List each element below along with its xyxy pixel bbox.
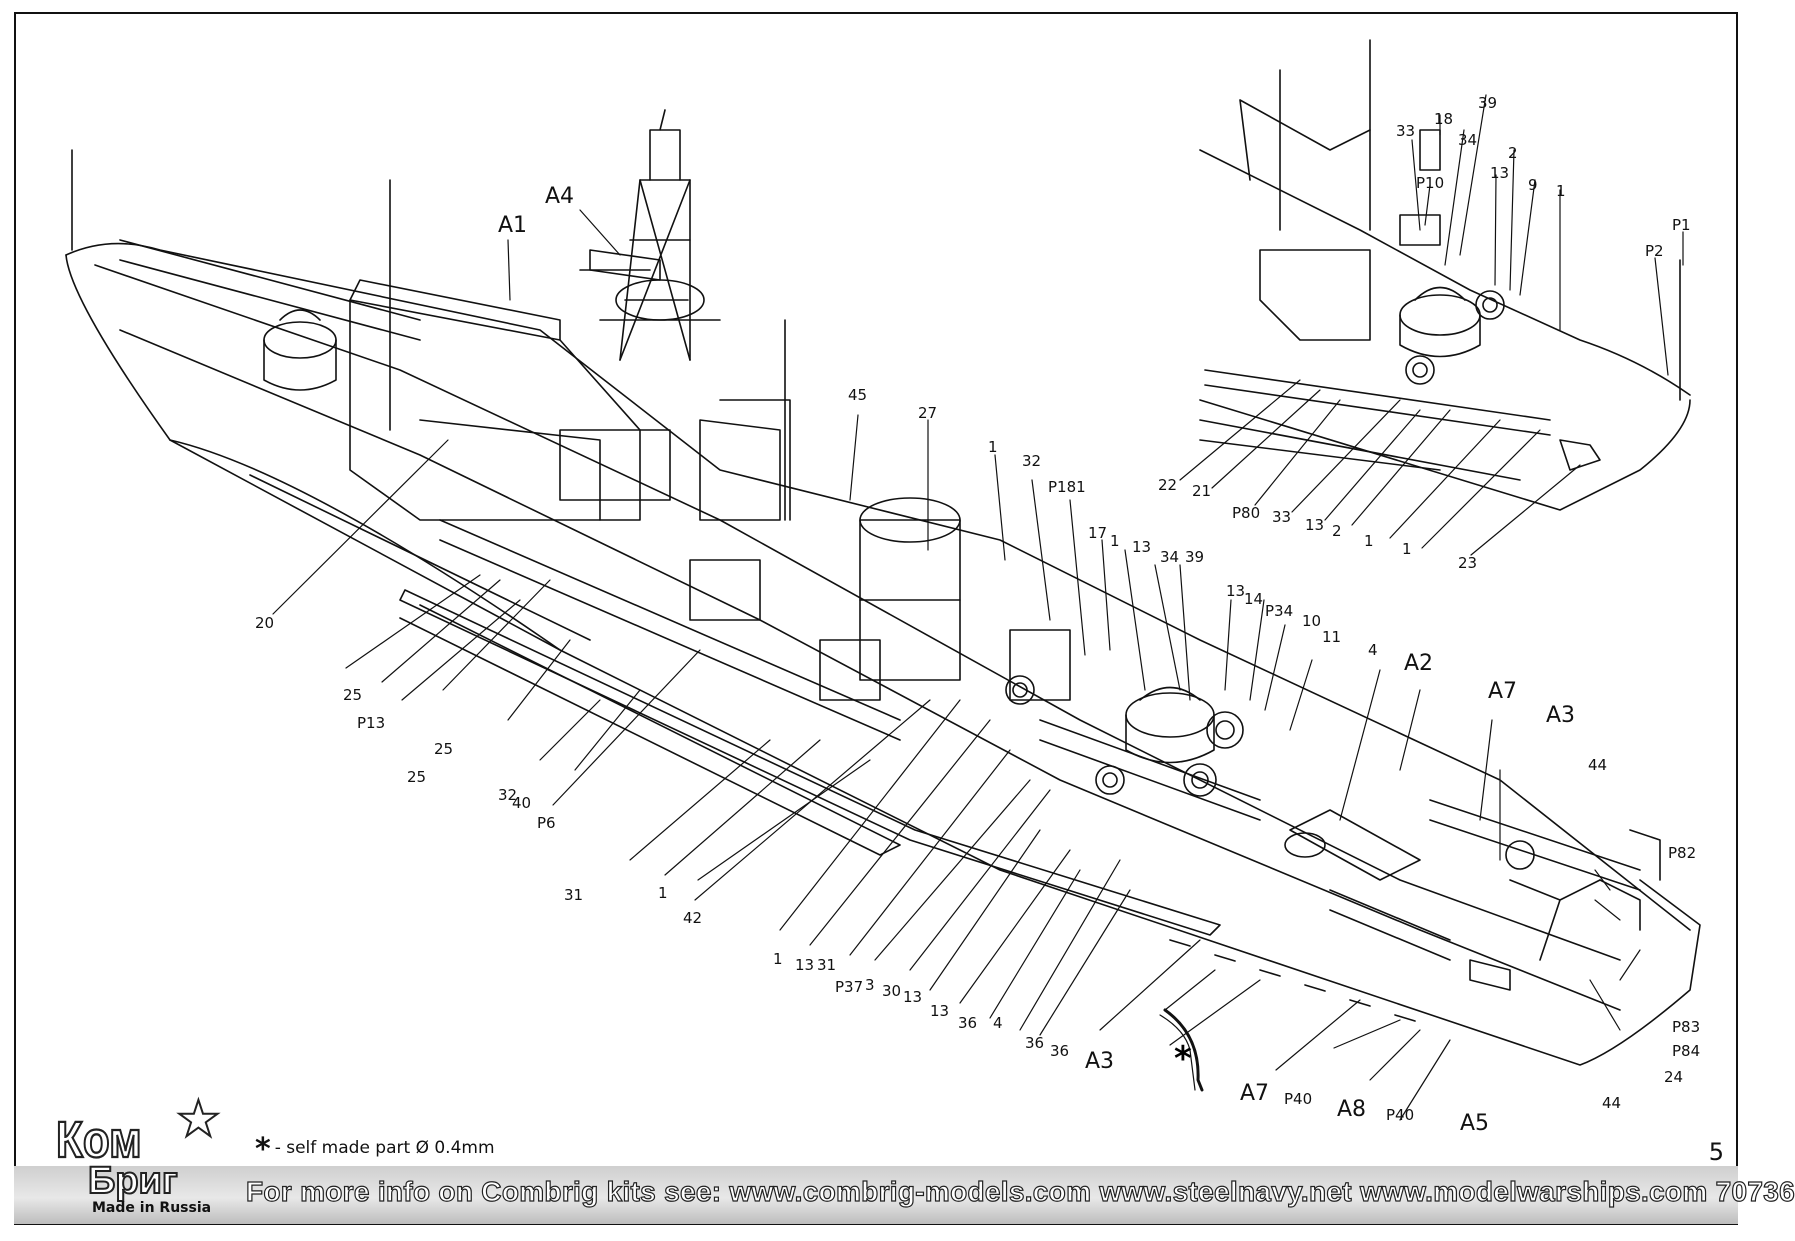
inset-callout-label-2: 33 [1396, 122, 1415, 140]
main-callout-label-29: A8 [1337, 1097, 1366, 1122]
inset-bow-hull [1199, 39, 1691, 511]
main-ship-hull [65, 239, 1701, 1066]
main-ship-superstructure [71, 109, 1661, 1022]
main-callout-label-6: P181 [1048, 478, 1086, 496]
main-callout-label-34: 36 [1050, 1042, 1069, 1060]
main-callout-label-5: 32 [1022, 452, 1041, 470]
logo-line2: Бриг [87, 1159, 179, 1203]
main-callout-label-46: 1 [658, 884, 668, 902]
inset-callout-label-3: 34 [1458, 131, 1477, 149]
inset-callout-label-15: 13 [1305, 516, 1324, 534]
main-callout-label-43: 13 [795, 956, 814, 974]
inset-callout-label-17: 1 [1364, 532, 1374, 550]
inset-callout-label-10: P2 [1645, 242, 1664, 260]
legend-star: * [255, 1132, 271, 1167]
logo-made-in: Made in Russia [92, 1200, 212, 1216]
main-callout-label-27: A5 [1460, 1111, 1489, 1136]
main-callout-label-28: P40 [1386, 1106, 1414, 1124]
inset-callout-label-14: 33 [1272, 508, 1291, 526]
self-made-star-mark: * [1174, 1039, 1192, 1079]
main-callout-label-52: 25 [434, 740, 453, 758]
self-made-pipe [1163, 1008, 1204, 1092]
inset-callout-label-4: P10 [1416, 174, 1444, 192]
footer-text: For more info on Combrig kits see: www.c… [245, 1175, 1795, 1207]
main-callout-label-41: P37 [835, 978, 863, 996]
main-callout-label-36: 36 [958, 1014, 977, 1032]
inset-callout-label-8: 1 [1556, 182, 1566, 200]
main-callout-label-11: 39 [1185, 548, 1204, 566]
footer-bar [14, 1166, 1738, 1224]
logo-line1: Ком [55, 1111, 143, 1170]
main-callout-label-55: 20 [255, 614, 274, 632]
main-callout-label-38: 13 [903, 988, 922, 1006]
page-number: 5 [1708, 1138, 1724, 1166]
main-callout-label-23: P83 [1672, 1018, 1700, 1036]
main-callout-label-51: 25 [407, 768, 426, 786]
main-callout-label-7: 17 [1088, 524, 1107, 542]
main-callout-label-32: A3 [1085, 1049, 1114, 1074]
main-callout-label-35: 4 [993, 1014, 1003, 1032]
main-callout-label-24: P84 [1672, 1042, 1700, 1060]
main-callout-label-17: 4 [1368, 641, 1378, 659]
main-callout-label-8: 1 [1110, 532, 1120, 550]
main-callout-label-20: A3 [1546, 703, 1575, 728]
inset-callout-label-9: P1 [1672, 216, 1691, 234]
main-callout-label-45: 42 [683, 909, 702, 927]
main-callout-label-50: 32 [498, 786, 517, 804]
main-callout-label-31: A7 [1240, 1081, 1269, 1106]
main-callout-label-19: A7 [1488, 679, 1517, 704]
main-callout-label-13: 14 [1244, 590, 1263, 608]
main-callout-label-21: 44 [1588, 756, 1607, 774]
main-callout-label-15: 10 [1302, 612, 1321, 630]
inset-callout-label-6: 2 [1508, 144, 1518, 162]
main-callout-label-9: 13 [1132, 538, 1151, 556]
main-callout-label-14: P34 [1265, 602, 1293, 620]
main-callout-label-0: A1 [498, 213, 527, 238]
legend-text: - self made part Ø 0.4mm [274, 1138, 495, 1158]
main-callout-label-10: 34 [1160, 548, 1179, 566]
main-callout-label-49: 40 [512, 794, 531, 812]
main-callout-label-2: 45 [848, 386, 867, 404]
main-callout-label-30: P40 [1284, 1090, 1312, 1108]
logo-star-icon: ★ [175, 1089, 222, 1149]
main-callout-label-26: 44 [1602, 1094, 1621, 1112]
main-callout-label-22: P82 [1668, 844, 1696, 862]
main-callout-label-1: A4 [545, 184, 574, 209]
inset-callout-label-11: 22 [1158, 476, 1177, 494]
main-callout-label-42: 31 [817, 956, 836, 974]
inset-callout-label-18: 1 [1402, 540, 1412, 558]
main-callout-label-53: P13 [357, 714, 385, 732]
ship-diagram: A1A44527132P1811711334391314P3410114A2A7… [65, 39, 1701, 1136]
main-callout-label-47: 31 [564, 886, 583, 904]
main-callout-label-16: 11 [1322, 628, 1341, 646]
main-callout-label-54: 25 [343, 686, 362, 704]
inset-callout-label-12: 21 [1192, 482, 1211, 500]
main-callout-label-40: 3 [865, 976, 875, 994]
inset-callout-label-1: 39 [1478, 94, 1497, 112]
legend: *- self made part Ø 0.4mm [255, 1132, 495, 1167]
inset-callout-label-19: 23 [1458, 554, 1477, 572]
inset-callout-label-0: 18 [1434, 110, 1453, 128]
main-callout-label-18: A2 [1404, 651, 1433, 676]
main-callout-label-12: 13 [1226, 582, 1245, 600]
leader-lines [272, 94, 1684, 1121]
main-callout-label-4: 1 [988, 438, 998, 456]
main-callout-label-37: 13 [930, 1002, 949, 1020]
main-callout-label-25: 24 [1664, 1068, 1683, 1086]
inset-callout-label-16: 2 [1332, 522, 1342, 540]
inset-callout-label-5: 13 [1490, 164, 1509, 182]
main-callout-label-44: 1 [773, 950, 783, 968]
main-callout-label-33: 36 [1025, 1034, 1044, 1052]
inset-callout-label-7: 9 [1528, 176, 1538, 194]
main-callout-label-48: P6 [537, 814, 556, 832]
inset-callout-label-13: P80 [1232, 504, 1260, 522]
combrig-logo: ★ Ком Бриг Made in Russia [44, 1089, 244, 1220]
main-callout-label-3: 27 [918, 404, 937, 422]
page-frame [14, 12, 1738, 1225]
main-callout-label-39: 30 [882, 982, 901, 1000]
